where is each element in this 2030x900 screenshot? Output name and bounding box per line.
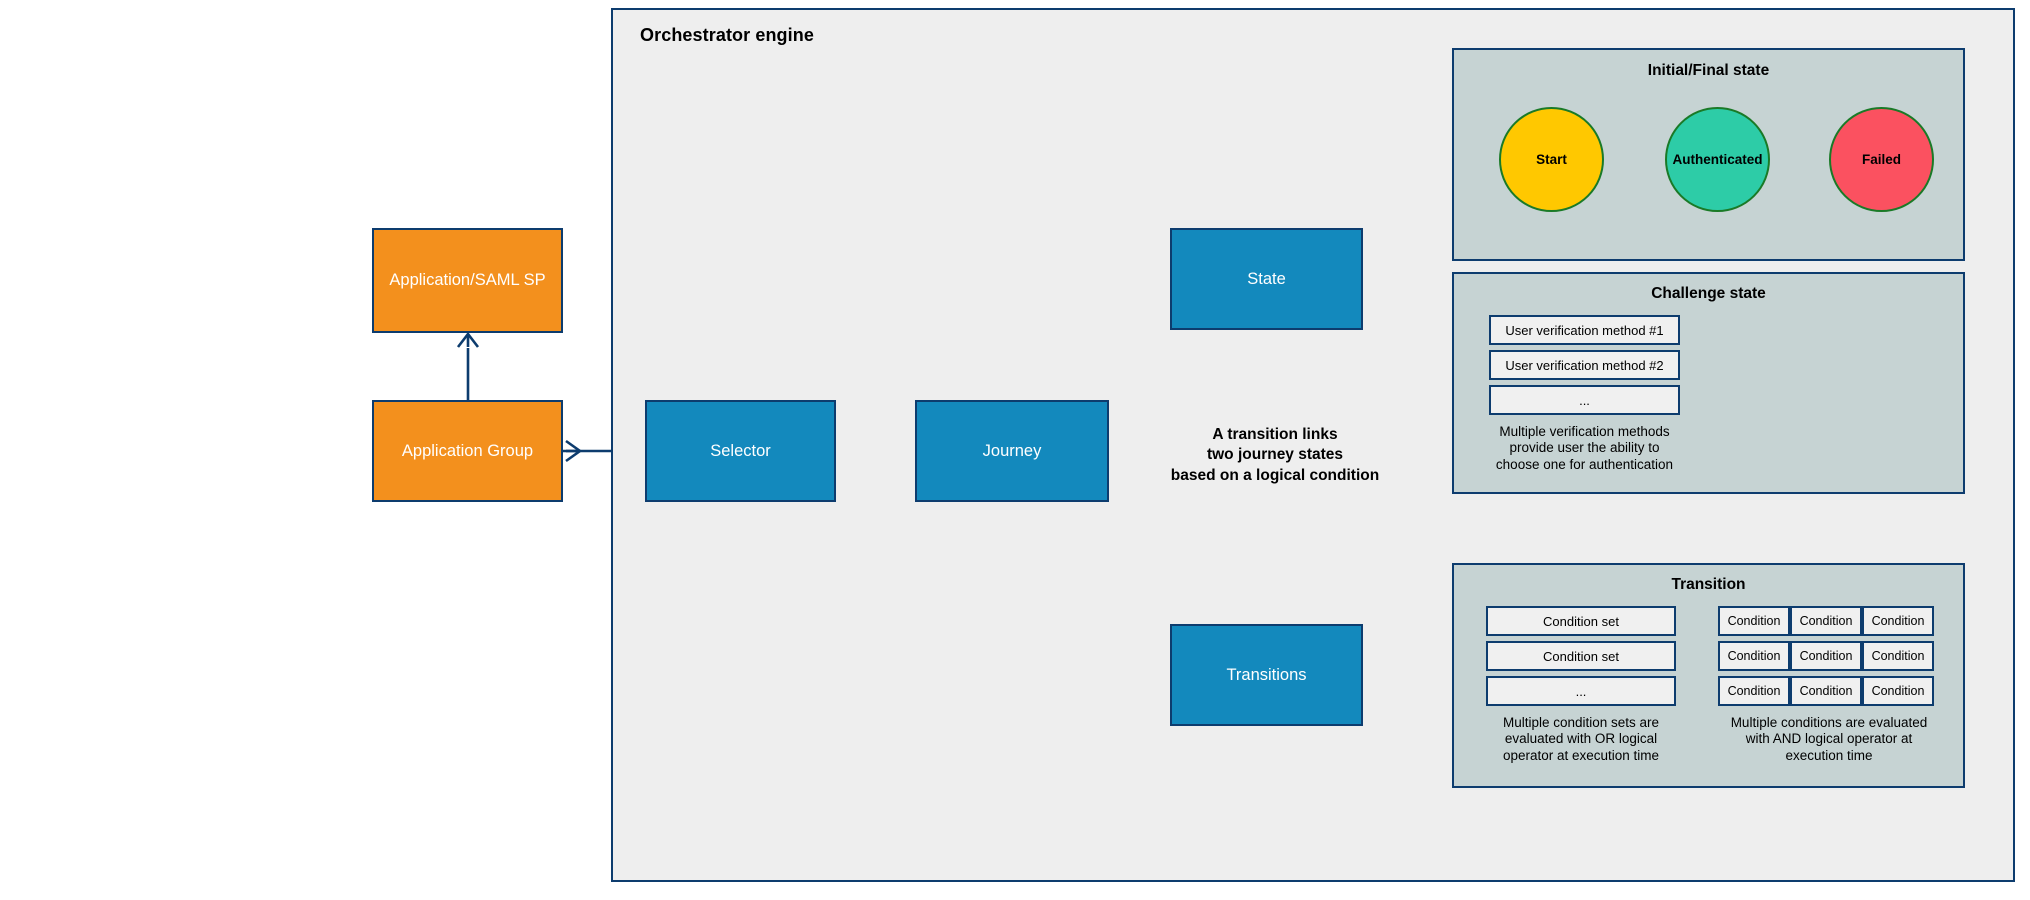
challenge-state-title: Challenge state — [1651, 285, 1766, 302]
condition-r2c3[interactable]: Condition — [1862, 641, 1934, 671]
challenge-state-panel: Challenge state User verification method… — [1452, 272, 1965, 494]
condition-r3c3-label: Condition — [1871, 684, 1925, 698]
entity-state[interactable]: State — [1170, 228, 1363, 330]
entity-application-saml-sp[interactable]: Application/SAML SP — [372, 228, 563, 333]
condition-r3c1-label: Condition — [1727, 684, 1781, 698]
transition-explanation-note: A transition links two journey states ba… — [1170, 426, 1380, 484]
verification-method-2-label: User verification method #2 — [1505, 357, 1664, 373]
verification-method-more-label: ... — [1579, 392, 1590, 408]
condition-set-more[interactable]: ... — [1486, 676, 1676, 706]
verification-method-1-label: User verification method #1 — [1505, 322, 1664, 338]
transition-note-right: Multiple conditions are evaluated with A… — [1730, 715, 1928, 763]
state-node-failed[interactable]: Failed — [1829, 107, 1934, 212]
transition-panel-title: Transition — [1671, 576, 1746, 593]
entity-application-saml-sp-label: Application/SAML SP — [389, 271, 546, 290]
state-node-authenticated[interactable]: Authenticated — [1665, 107, 1770, 212]
condition-r2c3-label: Condition — [1871, 649, 1925, 663]
entity-transitions[interactable]: Transitions — [1170, 624, 1363, 726]
condition-r1c2-label: Condition — [1799, 614, 1853, 628]
state-node-failed-label: Failed — [1861, 152, 1901, 167]
initial-final-state-panel: Initial/Final state Start Authenticated … — [1452, 48, 1965, 261]
entity-journey[interactable]: Journey — [915, 400, 1109, 502]
condition-r3c2[interactable]: Condition — [1790, 676, 1862, 706]
state-node-authenticated-label: Authenticated — [1672, 152, 1763, 167]
entity-application-group[interactable]: Application Group — [372, 400, 563, 502]
condition-set-more-label: ... — [1575, 683, 1587, 699]
condition-r1c3-label: Condition — [1871, 614, 1925, 628]
condition-r1c1-label: Condition — [1727, 614, 1781, 628]
entity-state-label: State — [1247, 269, 1286, 288]
wire-appgroup-to-app — [456, 331, 480, 400]
entity-transitions-label: Transitions — [1226, 665, 1307, 684]
condition-set-2[interactable]: Condition set — [1486, 641, 1676, 671]
entity-journey-label: Journey — [982, 441, 1042, 460]
condition-set-1[interactable]: Condition set — [1486, 606, 1676, 636]
condition-r3c1[interactable]: Condition — [1718, 676, 1790, 706]
condition-r2c1-label: Condition — [1727, 649, 1781, 663]
condition-r2c2-label: Condition — [1799, 649, 1853, 663]
verification-method-more[interactable]: ... — [1489, 385, 1680, 415]
entity-selector-label: Selector — [710, 441, 771, 460]
condition-set-2-label: Condition set — [1543, 648, 1619, 664]
verification-method-1[interactable]: User verification method #1 — [1489, 315, 1680, 345]
verification-method-2[interactable]: User verification method #2 — [1489, 350, 1680, 380]
challenge-state-note: Multiple verification methods provide us… — [1495, 424, 1674, 472]
condition-r2c1[interactable]: Condition — [1718, 641, 1790, 671]
condition-r1c1[interactable]: Condition — [1718, 606, 1790, 636]
condition-set-1-label: Condition set — [1543, 613, 1619, 629]
condition-r3c2-label: Condition — [1799, 684, 1853, 698]
condition-r1c2[interactable]: Condition — [1790, 606, 1862, 636]
entity-selector[interactable]: Selector — [645, 400, 836, 502]
entity-application-group-label: Application Group — [401, 441, 534, 460]
transition-panel: Transition Condition set Condition set .… — [1452, 563, 1965, 788]
transition-note-left: Multiple condition sets are evaluated wi… — [1502, 715, 1660, 763]
condition-r2c2[interactable]: Condition — [1790, 641, 1862, 671]
condition-r3c3[interactable]: Condition — [1862, 676, 1934, 706]
state-node-start[interactable]: Start — [1499, 107, 1604, 212]
orchestrator-engine-title: Orchestrator engine — [640, 25, 814, 45]
initial-final-state-title: Initial/Final state — [1647, 62, 1770, 79]
condition-r1c3[interactable]: Condition — [1862, 606, 1934, 636]
state-node-start-label: Start — [1536, 152, 1567, 167]
